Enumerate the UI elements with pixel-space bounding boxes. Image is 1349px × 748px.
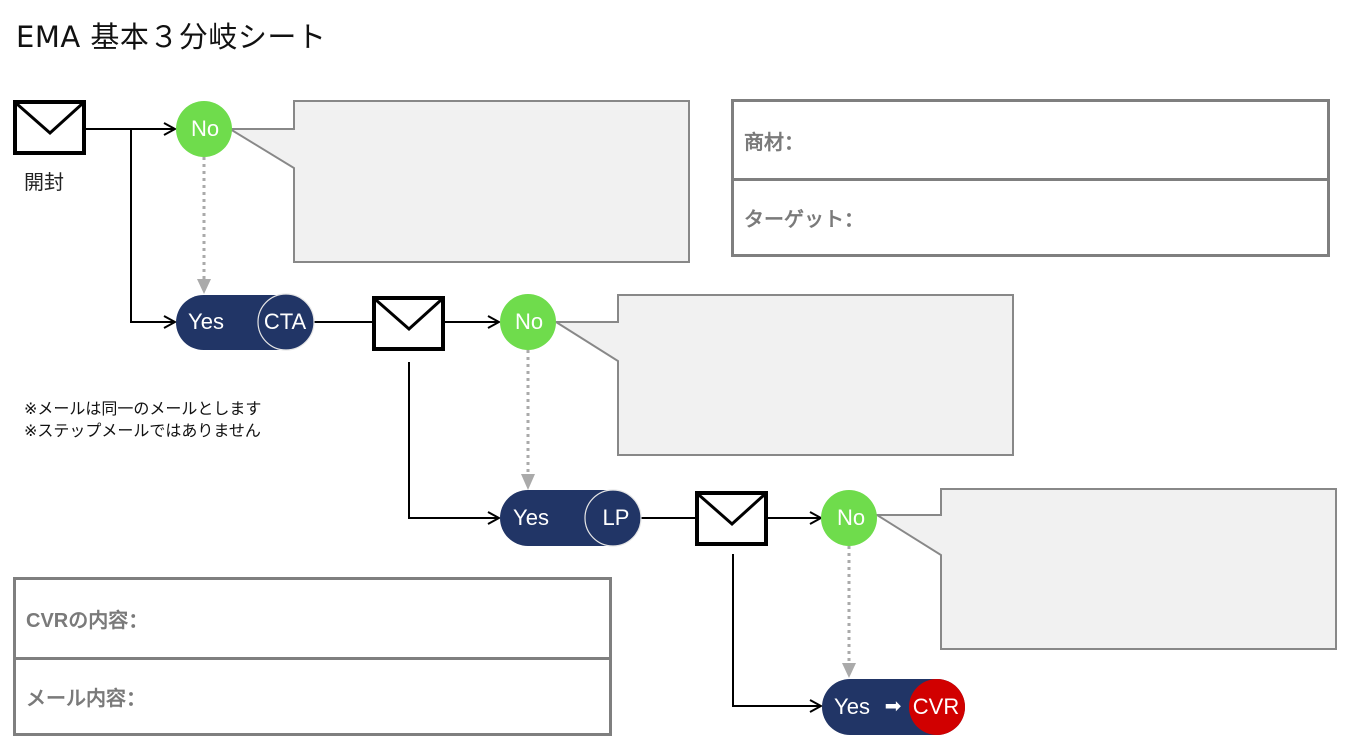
no-label-3: No <box>836 505 866 530</box>
note-line: ※メールは同一のメールとします <box>24 399 262 418</box>
mail-content-label: メール内容： <box>26 687 146 710</box>
cvr-content-label: CVRの内容： <box>26 609 149 632</box>
yes-node-1[interactable] <box>176 293 315 351</box>
cvr-mail-box: CVRの内容： メール内容： <box>13 577 612 736</box>
dotted-arrowhead-2 <box>521 474 535 490</box>
product-field[interactable]: 商材： <box>734 102 1327 178</box>
dotted-arrowhead-3 <box>842 663 856 678</box>
yes-label-2: Yes <box>513 505 549 530</box>
cta-label: CTA <box>263 309 307 334</box>
start-label: 開封 <box>24 170 64 194</box>
target-label: ターゲット： <box>744 209 864 231</box>
connector-mail2-yes2 <box>408 362 499 518</box>
product-label: 商材： <box>744 131 804 154</box>
dotted-arrowhead-1 <box>197 279 211 294</box>
notes: ※メールは同一のメールとします ※ステップメールではありません <box>24 398 261 442</box>
connector-start-yes1 <box>130 129 175 322</box>
target-field[interactable]: ターゲット： <box>734 178 1327 254</box>
mail-content-field[interactable]: メール内容： <box>16 656 609 734</box>
no-label-2: No <box>514 309 544 334</box>
cvr-content-field[interactable]: CVRの内容： <box>16 580 609 657</box>
no-node-1[interactable] <box>176 101 232 157</box>
envelope-icon-2 <box>372 296 445 351</box>
lp-circle <box>584 489 642 547</box>
no-node-2[interactable] <box>500 294 556 350</box>
cvr-label: CVR <box>912 694 960 719</box>
product-target-box: 商材： ターゲット： <box>731 99 1330 257</box>
callout-box-2[interactable] <box>552 294 1014 456</box>
yes-node-3[interactable] <box>822 679 965 735</box>
yes-label-1: Yes <box>188 309 224 334</box>
cvr-circle <box>909 679 965 735</box>
envelope-icon-start <box>13 100 86 155</box>
note-line: ※ステップメールではありません <box>24 421 261 440</box>
no-label-1: No <box>190 116 220 141</box>
right-arrow-icon: ➡ <box>884 695 902 718</box>
yes-label-3: Yes <box>834 694 870 719</box>
envelope-icon-3 <box>695 491 768 546</box>
yes-node-2[interactable] <box>500 489 642 547</box>
cta-circle <box>257 293 315 351</box>
callout-box-3[interactable] <box>873 488 1337 650</box>
no-node-3[interactable] <box>821 490 877 546</box>
page-title: EMA 基本３分岐シート <box>16 20 327 54</box>
callout-box-1[interactable] <box>226 100 690 263</box>
connector-mail3-yes3 <box>732 554 821 706</box>
lp-label: LP <box>602 505 630 530</box>
